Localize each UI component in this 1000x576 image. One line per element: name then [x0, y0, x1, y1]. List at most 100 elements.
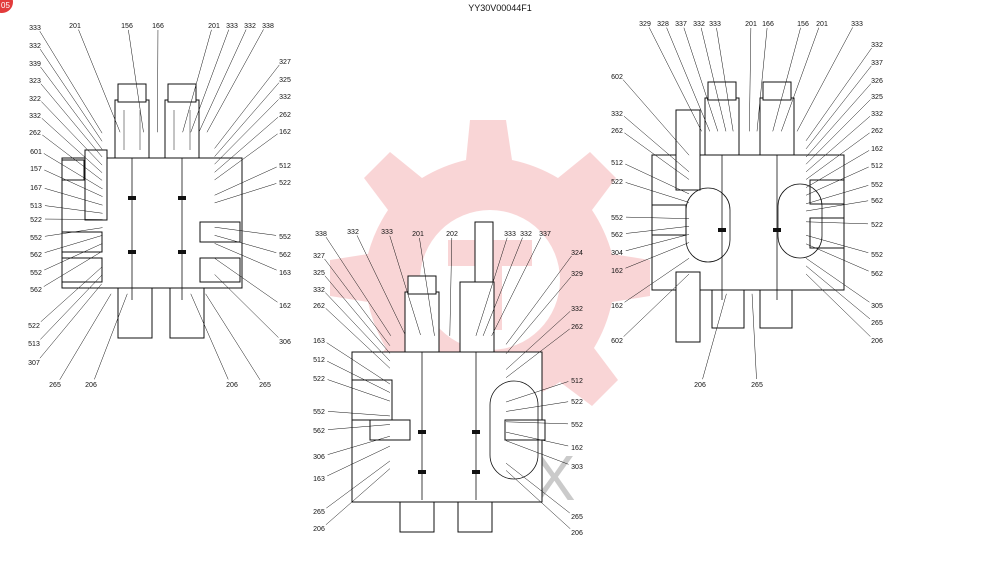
callout-label: 325 — [313, 270, 325, 277]
leader-line — [624, 258, 690, 303]
callout-label: 327 — [313, 253, 325, 260]
leader-line — [324, 258, 391, 346]
leader-line — [44, 218, 103, 220]
leader-line — [625, 216, 690, 219]
callout-label: 332 — [244, 23, 256, 30]
callout-label: 337 — [675, 21, 687, 28]
leader-line — [327, 445, 391, 477]
leader-line — [40, 267, 102, 322]
callout-label: 332 — [871, 42, 883, 49]
page-number-badge: 05 — [0, 0, 13, 13]
callout-label: 332 — [871, 111, 883, 118]
callout-label: 522 — [571, 399, 583, 406]
leader-line — [666, 27, 710, 132]
callout-label: 333 — [851, 21, 863, 28]
leader-line — [756, 27, 768, 132]
leader-line — [325, 292, 391, 362]
callout-label: 602 — [611, 338, 623, 345]
leader-line — [40, 83, 103, 158]
leader-line — [190, 29, 230, 133]
callout-label: 552 — [313, 409, 325, 416]
leader-line — [356, 235, 406, 336]
callout-label: 332 — [29, 43, 41, 50]
leader-line — [491, 237, 542, 336]
callout-label: 332 — [347, 229, 359, 236]
callout-label: 156 — [797, 21, 809, 28]
callout-label: 329 — [639, 21, 651, 28]
leader-line — [325, 236, 392, 336]
callout-label: 512 — [279, 163, 291, 170]
leader-line — [449, 237, 453, 336]
leader-line — [625, 234, 690, 252]
leader-line — [198, 29, 247, 133]
leader-line — [505, 311, 571, 370]
callout-label: 512 — [313, 357, 325, 364]
leader-line — [44, 243, 103, 271]
callout-label: 337 — [539, 231, 551, 238]
callout-label: 206 — [313, 526, 325, 533]
leader-line — [805, 185, 869, 205]
right-valve-section — [651, 81, 845, 343]
callout-label: 305 — [871, 303, 883, 310]
leader-line — [42, 134, 103, 181]
callout-label: 167 — [30, 185, 42, 192]
leader-line — [805, 166, 869, 196]
leader-line — [506, 401, 569, 412]
leader-line — [214, 243, 277, 271]
leader-line — [44, 235, 103, 253]
leader-line — [419, 237, 435, 336]
leader-line — [44, 227, 103, 237]
leader-line — [625, 182, 690, 203]
callout-label: 332 — [611, 111, 623, 118]
callout-label: 338 — [315, 231, 327, 238]
callout-label: 324 — [571, 250, 583, 257]
leader-line — [805, 265, 871, 320]
callout-label: 265 — [571, 514, 583, 521]
callout-label: 332 — [693, 21, 705, 28]
callout-label: 265 — [751, 382, 763, 389]
callout-label: 601 — [30, 149, 42, 156]
callout-label: 163 — [279, 270, 291, 277]
leader-line — [214, 274, 279, 338]
leader-line — [41, 101, 103, 166]
leader-line — [702, 293, 727, 380]
callout-label: 206 — [226, 382, 238, 389]
leader-line — [157, 29, 159, 133]
leader-line — [505, 470, 571, 529]
leader-line — [475, 237, 508, 336]
leader-line — [214, 133, 278, 181]
callout-label: 332 — [313, 287, 325, 294]
callout-label: 162 — [571, 445, 583, 452]
leader-line — [805, 273, 871, 337]
leader-line — [39, 283, 102, 359]
leader-line — [214, 82, 280, 157]
callout-label: 201 — [69, 23, 81, 30]
leader-line — [325, 468, 391, 525]
leader-line — [214, 166, 277, 196]
leader-line — [805, 116, 871, 173]
callout-label: 552 — [871, 252, 883, 259]
leader-line — [805, 258, 870, 303]
callout-label: 337 — [871, 60, 883, 67]
leader-line — [59, 293, 112, 380]
callout-label: 323 — [29, 78, 41, 85]
leader-line — [327, 360, 391, 393]
callout-label: 522 — [28, 323, 40, 330]
leader-line — [44, 205, 103, 214]
callout-label: 303 — [571, 464, 583, 471]
leader-line — [772, 27, 801, 132]
leader-line — [625, 242, 690, 269]
leader-line — [781, 27, 820, 132]
callout-label: 262 — [611, 128, 623, 135]
callout-label: 326 — [871, 78, 883, 85]
leader-line — [805, 150, 870, 188]
callout-label: 552 — [571, 422, 583, 429]
callout-label: 328 — [657, 21, 669, 28]
callout-label: 163 — [313, 338, 325, 345]
callout-label: 332 — [520, 231, 532, 238]
callout-label: 325 — [279, 77, 291, 84]
callout-label: 202 — [446, 231, 458, 238]
leader-line — [505, 255, 572, 345]
